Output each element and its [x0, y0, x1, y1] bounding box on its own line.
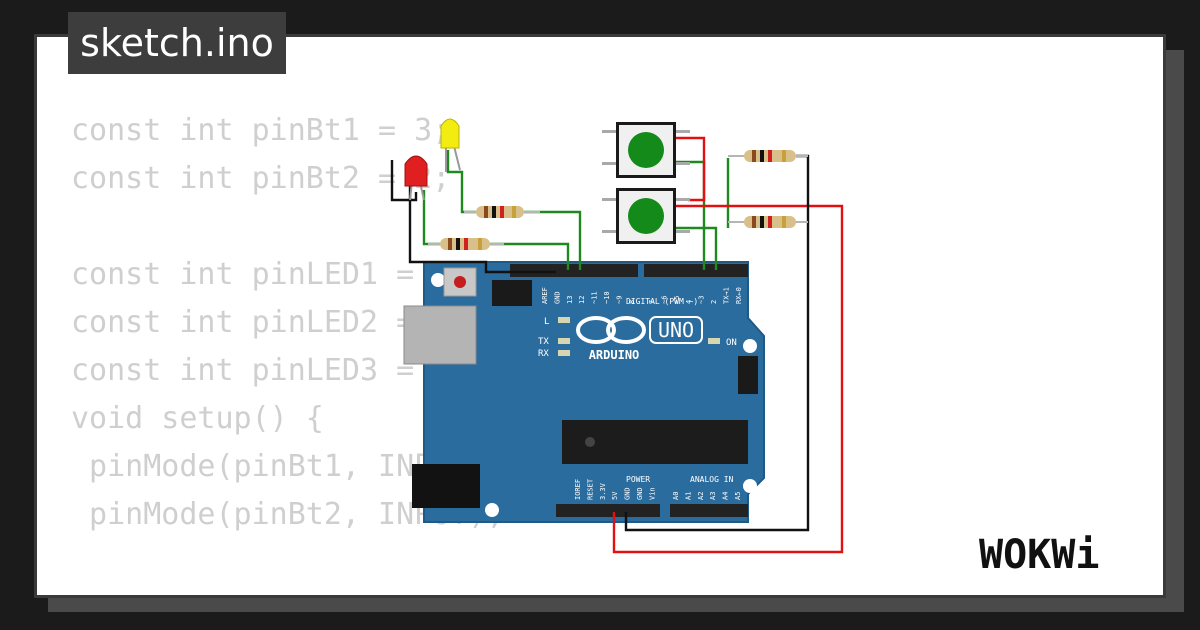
pin-label: ~11 — [591, 291, 599, 304]
wire-btn1[interactable] — [676, 160, 706, 270]
led-yellow[interactable] — [440, 118, 461, 172]
analog-pin-labels: A0 A1 A2 A3 A4 A5 — [672, 492, 742, 500]
wire-led2[interactable] — [446, 150, 476, 214]
pin-label: RX←0 — [735, 287, 743, 304]
resistor[interactable] — [464, 206, 540, 218]
digital-pin-labels: AREF GND 13 12 ~11 ~10 ~9 8 7 ~6 ~5 4 ~3 2 TX→1 RX←0 — [541, 287, 743, 304]
pin-label: GND — [636, 487, 644, 500]
wokwi-logo-text: WOKWi — [979, 532, 1099, 578]
rx-label: RX — [538, 349, 549, 359]
pin-label: RESET — [586, 478, 594, 500]
power-header — [556, 504, 660, 517]
pin-label: 4 — [685, 300, 693, 304]
pin-label: ~6 — [660, 296, 668, 304]
digital-header-left — [510, 264, 638, 277]
pin-label: GND — [624, 487, 632, 500]
pin-label: A1 — [684, 492, 692, 500]
tx-led — [558, 338, 570, 344]
wire-5v-btn[interactable] — [676, 136, 706, 202]
pin-label: A0 — [672, 492, 680, 500]
led-red[interactable] — [404, 155, 428, 201]
icsp-header — [492, 280, 532, 306]
pin-label: 5V — [611, 491, 619, 500]
button-cap — [628, 198, 664, 234]
filename-tab[interactable]: sketch.ino — [68, 12, 286, 74]
pin-label: AREF — [541, 287, 549, 304]
analog-header — [670, 504, 748, 517]
pin-label: A4 — [722, 492, 730, 500]
resistor[interactable] — [428, 238, 504, 250]
pin-label: ~5 — [673, 296, 681, 304]
on-led — [708, 338, 720, 344]
pin-label: 2 — [710, 300, 718, 304]
resistor[interactable] — [728, 216, 808, 228]
code-line: const int pinBt2 = 2; — [71, 161, 451, 196]
pin-label: A3 — [709, 492, 717, 500]
push-button[interactable] — [602, 188, 690, 244]
pin-label: 3.3V — [599, 482, 607, 500]
mounting-hole — [431, 273, 445, 287]
usb-connector — [403, 305, 477, 365]
wire-pin13[interactable] — [490, 242, 570, 270]
mounting-hole — [743, 479, 757, 493]
wire-pin12[interactable] — [524, 210, 582, 270]
reset-button-cap — [454, 276, 466, 288]
pin-label: TX→1 — [722, 287, 730, 304]
power-pin-labels: IOREF RESET 3.3V 5V GND GND Vin — [574, 478, 656, 500]
analog-label: ANALOG IN — [690, 475, 734, 484]
pin-label: Vin — [648, 487, 656, 500]
chip-notch — [585, 437, 595, 447]
resistor[interactable] — [728, 150, 808, 162]
wire-5v[interactable] — [612, 204, 844, 554]
arduino-infinity-logo — [576, 316, 646, 344]
pin-label: 13 — [566, 296, 574, 304]
code-line: pinMode(pinLED1, OUTPUT); — [71, 587, 541, 595]
digital-header-right — [644, 264, 748, 277]
pin-label: 8 — [628, 300, 636, 304]
power-label: POWER — [626, 475, 650, 484]
pin-label: ~10 — [603, 291, 611, 304]
icsp2-header — [738, 356, 758, 394]
power-jack — [412, 464, 480, 508]
tx-label: TX — [538, 337, 549, 347]
wire-gnd-bus[interactable] — [408, 186, 556, 274]
board-model: UNO — [658, 318, 694, 342]
wire-btn2[interactable] — [676, 226, 718, 270]
pin-label: GND — [553, 291, 561, 304]
board-brand: ARDUINO — [589, 348, 640, 362]
rx-led — [558, 350, 570, 356]
code-line: void setup() { — [71, 401, 324, 436]
code-line: const int pinBt1 = 3; — [71, 113, 451, 148]
pin-label: 7 — [648, 300, 656, 304]
l-label: L — [544, 317, 549, 327]
pin-label: IOREF — [574, 479, 582, 500]
push-button[interactable] — [602, 122, 690, 178]
wokwi-logo[interactable]: WOKWi — [975, 526, 1151, 578]
digital-label: DIGITAL (PWM ~) — [626, 297, 698, 306]
pin-label: ~9 — [615, 296, 623, 304]
mounting-hole — [743, 339, 757, 353]
pin-label: A5 — [734, 492, 742, 500]
pin-label: 12 — [578, 296, 586, 304]
pin-label: A2 — [697, 492, 705, 500]
button-cap — [628, 132, 664, 168]
l-led — [558, 317, 570, 323]
wire-led-gnd[interactable] — [390, 160, 418, 202]
uno-badge — [649, 316, 703, 344]
pin-label: ~3 — [698, 296, 706, 304]
on-label: ON — [726, 338, 737, 348]
arduino-uno-board[interactable]: UNO ARDUINO L TX RX ON DIGITAL (PWM ~) P… — [403, 261, 765, 523]
mounting-hole — [485, 503, 499, 517]
wire-led1[interactable] — [422, 190, 440, 246]
